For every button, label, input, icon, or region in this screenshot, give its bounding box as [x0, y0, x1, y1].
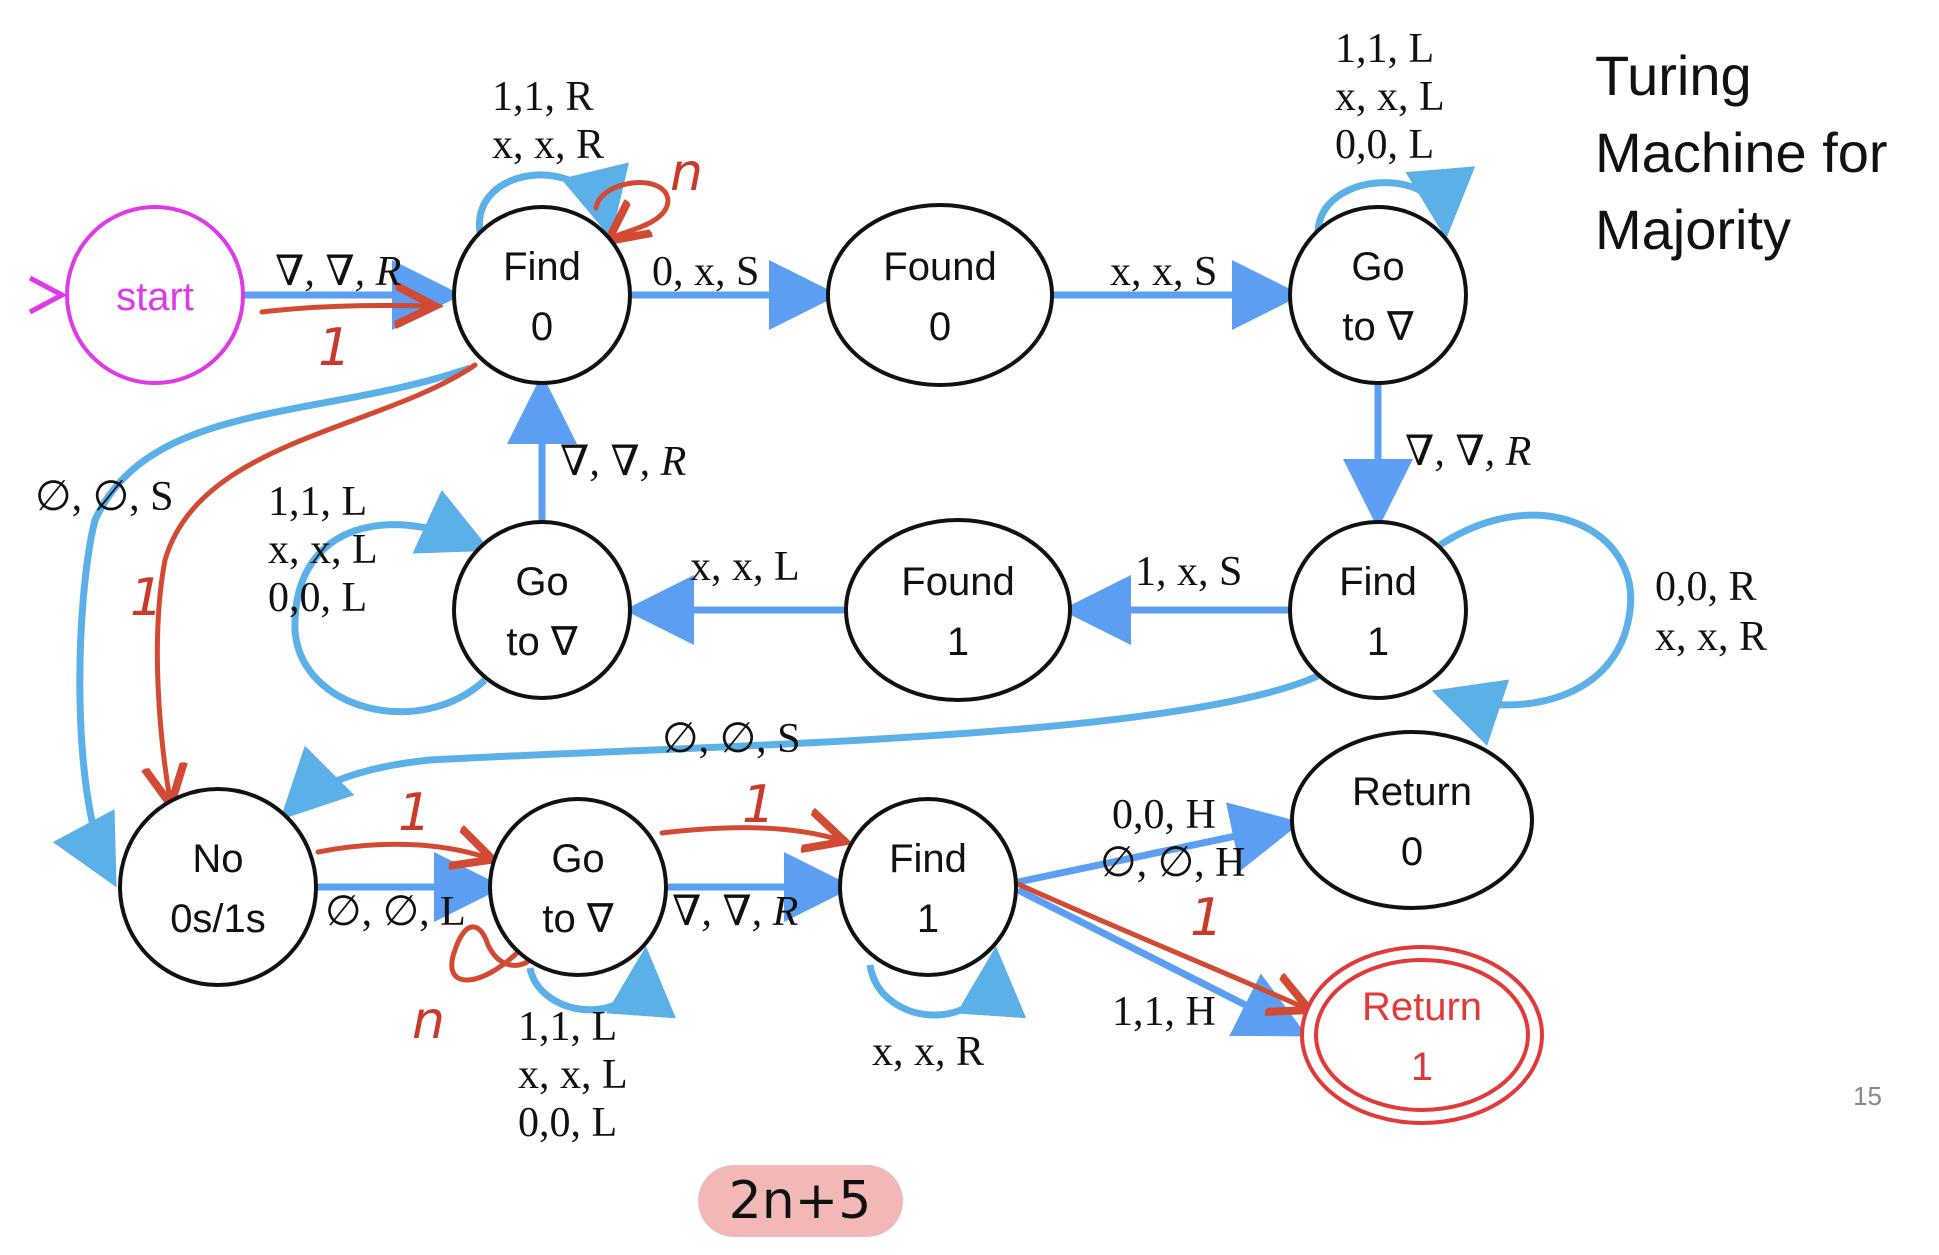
edge-find0-no [52, 364, 472, 888]
label-find1-return1: 1,1, H [1112, 989, 1216, 1035]
label-goto-top-loop-2: x, x, L [1335, 74, 1445, 120]
loop-goto-mid [291, 489, 491, 716]
svg-text:to ∇: to ∇ [542, 897, 613, 941]
svg-text:1: 1 [947, 620, 969, 664]
label-find1-loop-1: 0,0, R [1655, 564, 1757, 610]
label-goto-mid-loop-3: 0,0, L [268, 575, 367, 621]
label-found0-goto: x, x, S [1110, 249, 1217, 295]
svg-text:1: 1 [917, 897, 939, 941]
state-goto-top: Go to ∇ [1288, 205, 1468, 385]
annot-find0-to-no: 1 [130, 568, 163, 628]
svg-text:Find: Find [503, 245, 581, 289]
label-find1-loop-2: x, x, R [1655, 614, 1767, 660]
red-gotobot-loop [449, 924, 533, 983]
loop-find1-mid [1431, 511, 1635, 746]
svg-text:0: 0 [531, 305, 553, 349]
label-goto-top-loop-1: 1,1, L [1335, 26, 1434, 72]
svg-text:No: No [192, 837, 243, 881]
red-no-to-goto [315, 844, 488, 858]
edge-find1-return1 [1016, 886, 1308, 1037]
svg-text:2n+5: 2n+5 [729, 1171, 872, 1231]
svg-text:start: start [116, 275, 194, 319]
state-return0: Return 0 [1290, 730, 1534, 910]
label-find0-loop-2: x, x, R [492, 122, 604, 168]
state-find1-mid: Find 1 [1288, 520, 1468, 700]
loop-goto-top [1314, 166, 1476, 239]
edge-find1-return0 [1017, 802, 1302, 886]
cost-badge: 2n+5 [698, 1165, 903, 1237]
svg-text:to ∇: to ∇ [1342, 305, 1413, 349]
svg-text:0s/1s: 0s/1s [170, 897, 266, 941]
state-start: start [65, 205, 245, 385]
loop-goto-bot [526, 946, 676, 1019]
label-find1-return0-2: ∅, ∅, H [1100, 840, 1246, 886]
svg-text:0: 0 [1401, 830, 1423, 874]
annot-find0-loop: n [670, 143, 703, 203]
svg-text:1: 1 [1367, 620, 1389, 664]
label-goto-bot-loop-3: 0,0, L [518, 1100, 617, 1146]
edge-find1-no [280, 671, 1322, 820]
label-find1-return0-1: 0,0, H [1112, 792, 1216, 838]
annot-gotobot-loop: n [412, 991, 445, 1051]
svg-text:0: 0 [929, 305, 951, 349]
label-find1-bot-loop: x, x, R [872, 1029, 984, 1075]
svg-text:Go: Go [1351, 245, 1404, 289]
start-entry-mark [28, 275, 68, 315]
annot-goto-to-find1: 1 [742, 775, 775, 835]
svg-text:Found: Found [883, 245, 996, 289]
svg-text:Found: Found [901, 560, 1014, 604]
red-find0-loop [593, 180, 671, 238]
svg-text:to ∇: to ∇ [506, 620, 577, 664]
label-goto-top-loop-3: 0,0, L [1335, 122, 1434, 168]
svg-text:Find: Find [889, 837, 967, 881]
label-gotobot-find1: ∇, ∇, R [672, 889, 798, 935]
label-goto-bot-loop-2: x, x, L [518, 1052, 628, 1098]
svg-text:Return: Return [1362, 985, 1482, 1029]
annot-find1-to-return1: 1 [1190, 888, 1223, 948]
svg-text:Go: Go [515, 560, 568, 604]
label-no-goto: ∅, ∅, L [325, 889, 466, 935]
label-find0-no: ∅, ∅, S [35, 474, 174, 520]
label-goto-top-find1: ∇, ∇, R [1405, 429, 1531, 475]
label-find1-found1: 1, x, S [1135, 549, 1242, 595]
state-goto-bot: Go to ∇ [488, 797, 668, 977]
label-find0-found0: 0, x, S [652, 249, 759, 295]
state-found0: Found 0 [826, 203, 1054, 387]
state-find0: Find 0 [452, 205, 632, 385]
title-line-3: Majority [1595, 198, 1791, 261]
svg-text:Return: Return [1352, 770, 1472, 814]
page-number: 15 [1853, 1081, 1882, 1111]
red-find0-to-no [157, 362, 478, 800]
annot-start-arrow: 1 [318, 318, 351, 378]
label-goto-mid-loop-2: x, x, L [268, 527, 378, 573]
red-find1-to-return1 [1015, 881, 1305, 1008]
label-goto-mid-loop-1: 1,1, L [268, 479, 367, 525]
label-find1-no: ∅, ∅, S [662, 716, 801, 762]
svg-text:Go: Go [551, 837, 604, 881]
state-found1: Found 1 [844, 518, 1072, 702]
red-start-arrow [259, 306, 430, 312]
handwritten-annotations: 1 n 1 1 1 1 n [130, 143, 1305, 1051]
label-goto-bot-loop-1: 1,1, L [518, 1004, 617, 1050]
loop-find1-bot [866, 946, 1027, 1019]
title-line-1: Turing [1595, 44, 1752, 107]
annot-no-to-goto: 1 [398, 783, 431, 843]
label-gotomid-find0: ∇, ∇, R [560, 439, 686, 485]
state-no: No 0s/1s [118, 787, 318, 987]
label-found1-goto: x, x, L [690, 544, 800, 590]
transition-labels: ∇, ∇, R 1,1, R x, x, R 0, x, S x, x, S 1… [35, 26, 1767, 1146]
slide-title: Turing Machine for Majority [1595, 44, 1888, 261]
state-goto-mid: Go to ∇ [452, 520, 632, 700]
label-find0-loop-1: 1,1, R [492, 74, 594, 120]
red-goto-to-find1 [659, 828, 840, 840]
label-start-find0: ∇, ∇, R [275, 249, 401, 295]
svg-text:1: 1 [1411, 1045, 1433, 1089]
title-line-2: Machine for [1595, 121, 1888, 184]
svg-text:Find: Find [1339, 560, 1417, 604]
state-find1-bot: Find 1 [838, 797, 1018, 977]
state-return1: Return 1 [1300, 945, 1544, 1125]
